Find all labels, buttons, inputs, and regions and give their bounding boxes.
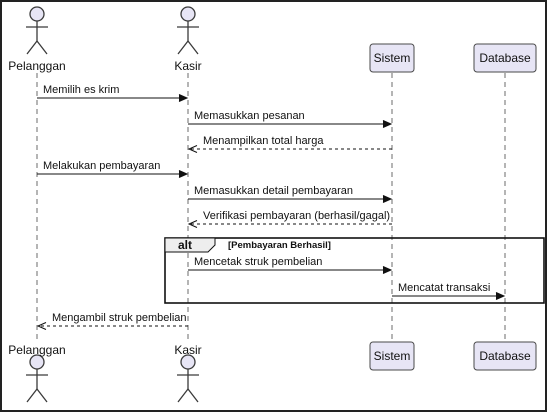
arrow-head-icon [187,145,198,153]
actor-leg-left [177,40,189,55]
message-4: Melakukan pembayaran [37,160,189,178]
actor-label: Kasir [174,343,201,357]
message-label: Memasukkan detail pembayaran [194,185,353,197]
message-3: Menampilkan total harga [187,135,392,153]
actor-leg-left [26,40,38,55]
message-9: Mengambil struk pembelian [36,312,188,330]
fragment-guard: [Pembayaran Berhasil] [228,240,331,251]
participant-box [473,341,537,371]
actor-leg-right [187,388,199,403]
actor-kasir-bottom: Kasir [174,343,202,403]
actor-label: Kasir [174,59,201,73]
message-label: Menampilkan total harga [203,135,324,147]
actor-head [29,354,45,370]
message-label: Mengambil struk pembelian [52,312,187,324]
actor-leg-right [36,40,48,55]
participant-sistem-bottom: Sistem [369,341,415,371]
participant-label: Database [479,349,531,363]
arrow-head-icon [178,170,189,178]
participant-label: Sistem [374,51,411,65]
actor-head [180,6,196,22]
fragment-box [164,237,545,304]
actor-leg-left [177,388,189,403]
actor-head [180,354,196,370]
arrow-head-icon [495,292,506,300]
actor-leg-left [26,388,38,403]
message-label: Melakukan pembayaran [43,160,160,172]
message-7: Mencetak struk pembelian [188,256,393,274]
arrow-head-icon [178,94,189,102]
participant-label: Sistem [374,349,411,363]
actor-label: Pelanggan [8,59,65,73]
actor-label: Pelanggan [8,343,65,357]
fragment-operator: alt [178,238,192,252]
message-2: Memasukkan pesanan [188,110,393,128]
arrow-head-icon [36,322,47,330]
message-label: Mencetak struk pembelian [194,256,322,268]
arrow-head-icon [187,220,198,228]
message-6: Verifikasi pembayaran (berhasil/gagal) [187,210,392,228]
message-label: Mencatat transaksi [398,282,490,294]
participant-database-bottom: Database [473,341,537,371]
actor-head [29,6,45,22]
message-8: Mencatat transaksi [392,282,506,300]
message-5: Memasukkan detail pembayaran [188,185,393,203]
participant-database-top: Database [473,43,537,73]
message-1: Memilih es krim [37,84,189,102]
participant-sistem-top: Sistem [369,43,415,73]
message-label: Memasukkan pesanan [194,110,305,122]
message-label: Verifikasi pembayaran (berhasil/gagal) [203,210,390,222]
participant-box [369,341,415,371]
arrow-head-icon [382,266,393,274]
actor-pelanggan-top: Pelanggan [8,6,66,73]
actor-leg-right [36,388,48,403]
participant-label: Database [479,51,531,65]
arrow-head-icon [382,120,393,128]
fragment-tab [164,237,216,253]
participant-box [369,43,415,73]
actor-leg-right [187,40,199,55]
message-label: Memilih es krim [43,84,119,96]
arrow-head-icon [382,195,393,203]
actor-pelanggan-bottom: Pelanggan [8,343,66,403]
participant-box [473,43,537,73]
fragment-alt: alt [Pembayaran Berhasil] [164,237,545,304]
actor-kasir-top: Kasir [174,6,202,73]
